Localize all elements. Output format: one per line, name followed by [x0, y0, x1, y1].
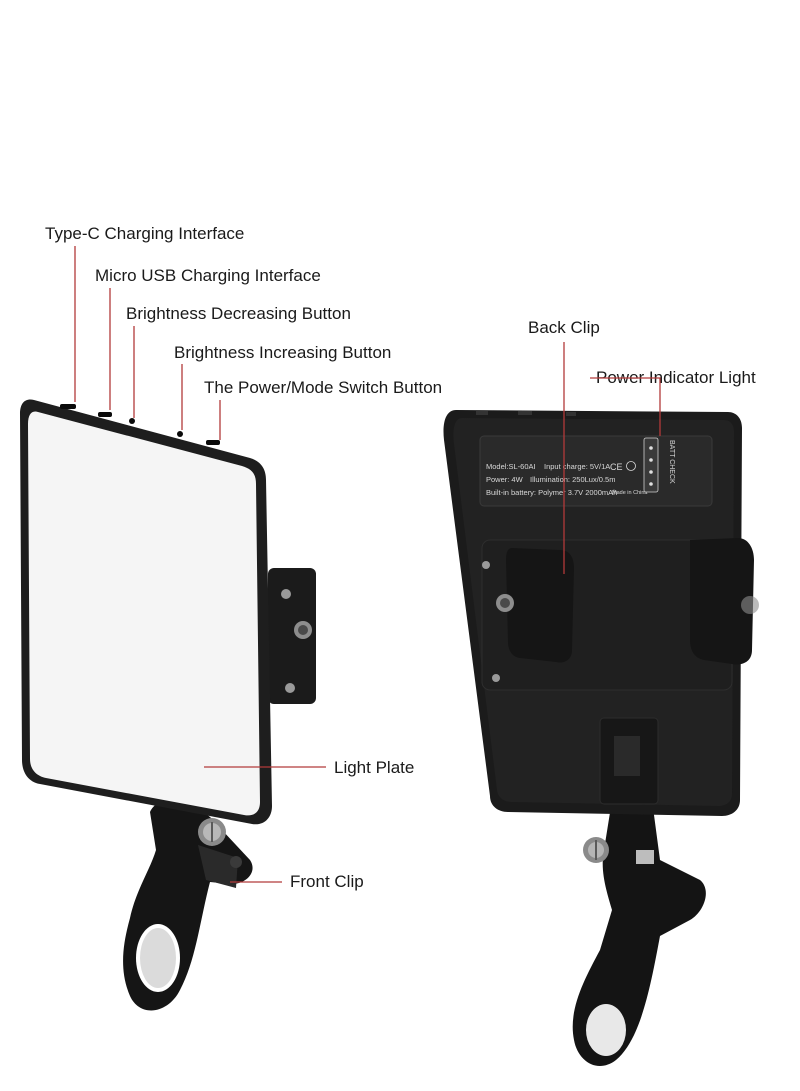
back-light-unit: Model:SL-60AI Input charge: 5V/1A Power:…: [443, 410, 759, 1067]
ce-mark-icon: CE: [610, 462, 623, 472]
back-clip-label: Back Clip: [528, 318, 600, 337]
type-c-port: [60, 404, 76, 409]
fcc-mark-icon: [626, 461, 636, 471]
light-plate: [28, 411, 260, 816]
back-input-text: Input charge: 5V/1A: [544, 462, 610, 471]
type-c-label: Type-C Charging Interface: [45, 224, 245, 243]
back-battery-text: Built-in battery: Polymer 3.7V 2000mAh: [486, 488, 617, 497]
back-illumination-text: Illumination: 250Lux/0.5m: [530, 475, 615, 484]
back-power-text: Power: 4W: [486, 475, 524, 484]
micro-usb-port: [98, 412, 112, 417]
light-plate-label: Light Plate: [334, 758, 415, 777]
front-clip-label: Front Clip: [290, 872, 364, 891]
battery-indicator-icon: [643, 437, 659, 493]
brightness-down-button: [129, 418, 135, 424]
front-side-mount: [268, 568, 316, 704]
brightness-increase-label: Brightness Increasing Button: [174, 343, 392, 362]
micro-usb-label: Micro USB Charging Interface: [95, 266, 321, 285]
front-light-unit: [20, 399, 316, 1011]
batt-check-text: BATT CHECK: [668, 440, 675, 484]
brightness-decrease-label: Brightness Decreasing Button: [126, 304, 351, 323]
power-indicator-leader: [590, 377, 661, 436]
front-clip: [123, 800, 253, 1011]
power-indicator-label: Power Indicator Light: [596, 368, 756, 387]
back-clip: [482, 548, 574, 682]
power-mode-label: The Power/Mode Switch Button: [204, 378, 443, 397]
power-button: [206, 440, 220, 445]
brightness-up-button: [177, 431, 183, 437]
callout-leaders: [74, 246, 661, 883]
back-bottom-clip: [572, 800, 706, 1067]
back-model-text: Model:SL-60AI: [486, 462, 536, 471]
back-made-in-text: Made in China: [612, 490, 648, 496]
